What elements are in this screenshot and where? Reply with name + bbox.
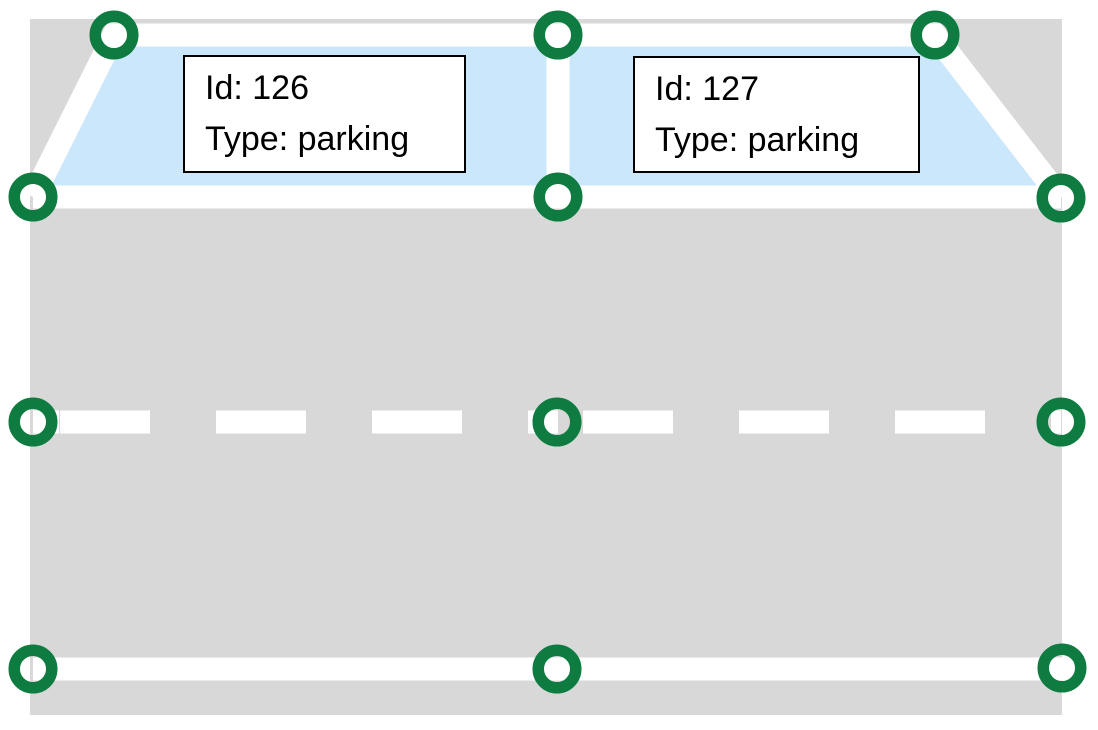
lane-markings-group — [22, 23, 1071, 681]
vertex-handle[interactable] — [1037, 643, 1087, 693]
parking-label-127: Id: 127 Type: parking — [633, 56, 920, 173]
vertex-handle[interactable] — [1036, 397, 1086, 447]
vertex-handle[interactable] — [89, 10, 139, 60]
parking-id-text: Id: 126 — [205, 69, 309, 107]
vertex-handle[interactable] — [910, 10, 960, 60]
vertex-handle[interactable] — [533, 172, 583, 222]
parking-type-text: Type: parking — [655, 121, 860, 159]
top-boundary-line — [22, 23, 1071, 206]
vertex-handle[interactable] — [533, 10, 583, 60]
vertex-handles-group — [8, 10, 1087, 694]
vertex-handle[interactable] — [532, 397, 582, 447]
vertex-handle[interactable] — [8, 172, 58, 222]
parking-id-text: Id: 127 — [655, 70, 759, 108]
vertex-handle[interactable] — [8, 644, 58, 694]
parking-type-text: Type: parking — [205, 120, 410, 158]
parking-label-126: Id: 126 Type: parking — [183, 55, 466, 173]
vertex-handle[interactable] — [8, 397, 58, 447]
vertex-handle[interactable] — [532, 644, 582, 694]
vertex-handle[interactable] — [1036, 173, 1086, 223]
